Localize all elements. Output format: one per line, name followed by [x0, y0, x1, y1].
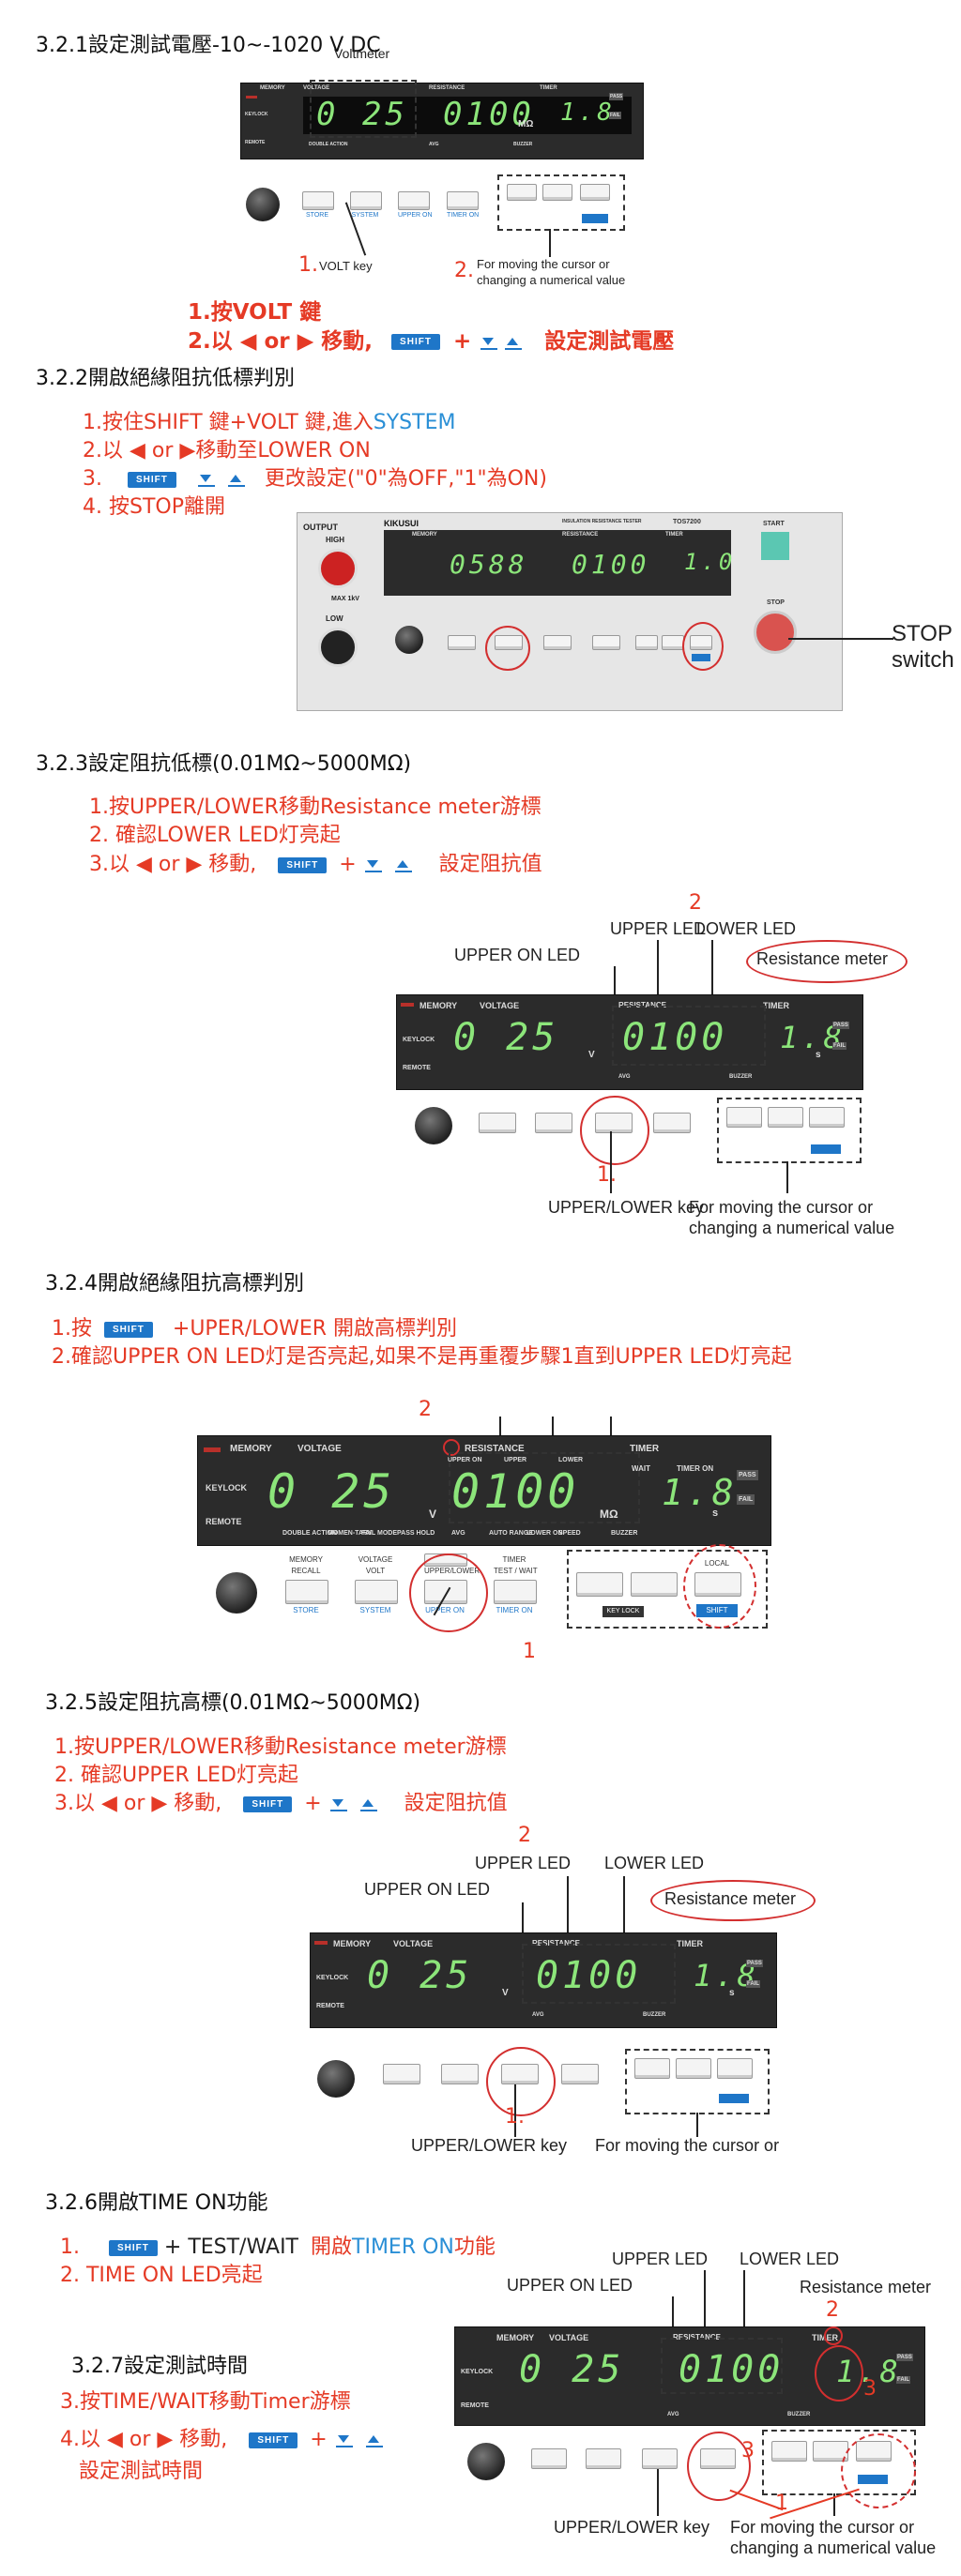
down-up-arrows-icon [329, 1799, 377, 1811]
panel-4: MEMORY VOLTAGE RESISTANCE TIMER UPPER ON… [197, 1435, 771, 1546]
shift-key-icon: SHIFT [249, 2432, 298, 2448]
cursor-keys-box [497, 174, 625, 231]
heading-3-2-7: 3.2.7設定測試時間 [71, 2355, 248, 2378]
panel-5: MEMORY VOLTAGE RESISTANCE TIMER KEYLOCK … [310, 1932, 777, 2028]
s321-step2: 2.以 ◀ or ▶ 移動, SHIFT + 設定測試電壓 [188, 329, 675, 354]
down-up-arrows-icon [480, 337, 523, 350]
heading-3-2-2: 3.2.2開啟絕緣阻抗低標判別 [36, 367, 295, 390]
timer-display: 1.8 [560, 98, 616, 127]
shift-key-icon: SHIFT [243, 1796, 293, 1812]
left-button[interactable] [507, 184, 537, 201]
shift-key-icon: SHIFT [104, 1321, 153, 1338]
shift-key-icon: SHIFT [109, 2239, 158, 2256]
heading-3-2-1: 3.2.1設定測試電壓-10~-1020 V DC [36, 34, 381, 57]
shift-key-icon: SHIFT [278, 856, 328, 873]
stop-button[interactable] [754, 611, 797, 654]
heading-3-2-4: 3.2.4開啟絕緣阻抗高標判別 [45, 1272, 304, 1296]
panel-3: MEMORY VOLTAGE RESISTANCE TIMER KEYLOCK … [396, 994, 863, 1090]
volt-display: 0 25 [316, 96, 408, 133]
test-wait-button[interactable] [447, 191, 479, 210]
local-button[interactable] [580, 184, 610, 201]
volt-key-label: VOLT key [319, 259, 373, 273]
heading-3-2-6: 3.2.6開啟TIME ON功能 [45, 2191, 268, 2215]
upper-lower-button[interactable] [398, 191, 430, 210]
voltmeter-label: Voltmeter [334, 46, 390, 61]
down-up-arrows-icon [197, 475, 245, 487]
low-terminal[interactable] [318, 628, 358, 667]
heading-3-2-3: 3.2.3設定阻抗低標(0.01MΩ~5000MΩ) [36, 752, 412, 776]
panel-1: MEMORY VOLTAGE RESISTANCE TIMER KEYLOCK … [240, 83, 644, 159]
down-up-arrows-icon [364, 860, 412, 872]
start-button[interactable] [761, 532, 789, 560]
recall-button[interactable] [302, 191, 334, 210]
down-up-arrows-icon [335, 2435, 383, 2447]
instrument-front: OUTPUT HIGH MAX 1kV LOW KIKUSUI INSULATI… [297, 512, 843, 711]
shift-key-icon: SHIFT [391, 334, 440, 350]
voltmeter-box [310, 80, 417, 138]
volt-button[interactable] [350, 191, 382, 210]
shift-key-icon: SHIFT [128, 471, 176, 488]
remote-knob[interactable] [246, 188, 280, 221]
volt-highlight-circle [485, 626, 530, 671]
heading-3-2-5: 3.2.5設定阻抗高標(0.01MΩ~5000MΩ) [45, 1691, 421, 1715]
res-display: 0100 [443, 96, 535, 133]
high-terminal[interactable] [318, 549, 358, 588]
shift-button[interactable] [582, 214, 608, 223]
right-button[interactable] [542, 184, 572, 201]
